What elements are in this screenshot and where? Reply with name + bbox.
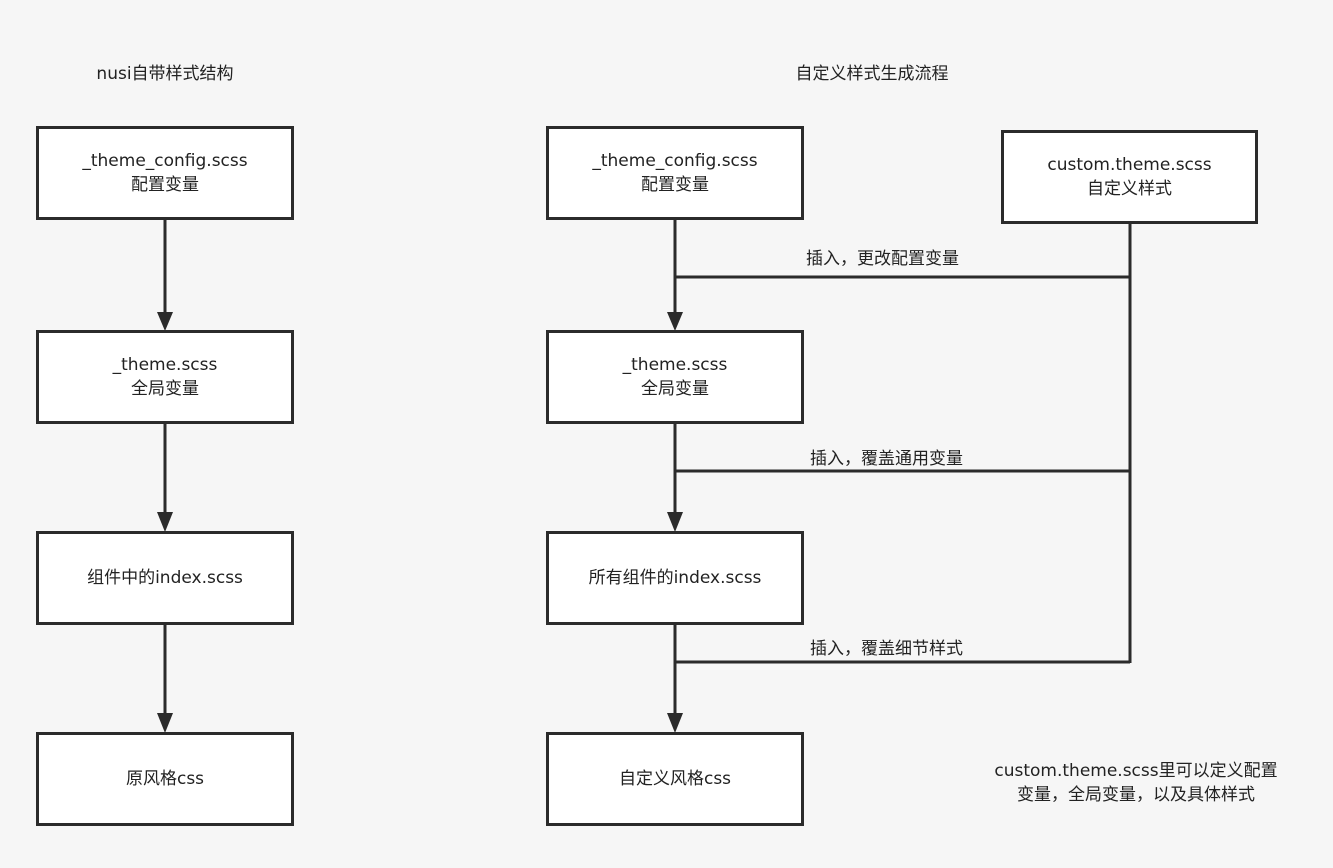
arrowhead-left-1 [157,312,173,331]
custom-theme-name: custom.theme.scss [1047,155,1212,175]
edge-label-insert-config: 插入，更改配置变量 [806,249,959,269]
custom-theme-node: custom.theme.scss 自定义样式 [1001,130,1258,224]
arrowhead-left-2 [157,512,173,532]
right-config-desc: 配置变量 [641,175,709,195]
right-config-name: _theme_config.scss [592,151,758,171]
right-output-name: 自定义风格css [618,769,732,789]
left-output-node: 原风格css [36,732,294,826]
arrowhead-right-2 [667,512,683,532]
right-index-name: 所有组件的index.scss [588,568,762,588]
left-config-name: _theme_config.scss [82,151,248,171]
right-theme-node: _theme.scss 全局变量 [546,330,804,424]
note-line-2: 变量，全局变量，以及具体样式 [1017,785,1255,805]
note-line-1: custom.theme.scss里可以定义配置 [994,761,1278,781]
left-theme-name: _theme.scss [112,355,218,375]
right-theme-name: _theme.scss [622,355,728,375]
left-theme-desc: 全局变量 [131,379,199,399]
custom-theme-desc: 自定义样式 [1087,179,1172,199]
right-output-node: 自定义风格css [546,732,804,826]
left-index-node: 组件中的index.scss [36,531,294,625]
arrowhead-right-1 [667,312,683,331]
right-theme-desc: 全局变量 [641,379,709,399]
custom-theme-note: custom.theme.scss里可以定义配置 变量，全局变量，以及具体样式 [994,759,1277,807]
left-output-name: 原风格css [125,769,205,789]
edge-label-insert-global: 插入，覆盖通用变量 [810,449,963,469]
left-theme-node: _theme.scss 全局变量 [36,330,294,424]
left-index-name: 组件中的index.scss [87,568,243,588]
arrowhead-left-3 [157,713,173,733]
right-index-node: 所有组件的index.scss [546,531,804,625]
left-config-node: _theme_config.scss 配置变量 [36,126,294,220]
right-column-title: 自定义样式生成流程 [795,64,949,84]
right-config-node: _theme_config.scss 配置变量 [546,126,804,220]
left-config-desc: 配置变量 [131,175,199,195]
arrowhead-right-3 [667,713,683,733]
edge-label-insert-detail: 插入，覆盖细节样式 [810,639,963,659]
left-column-title: nusi自带样式结构 [96,64,234,84]
